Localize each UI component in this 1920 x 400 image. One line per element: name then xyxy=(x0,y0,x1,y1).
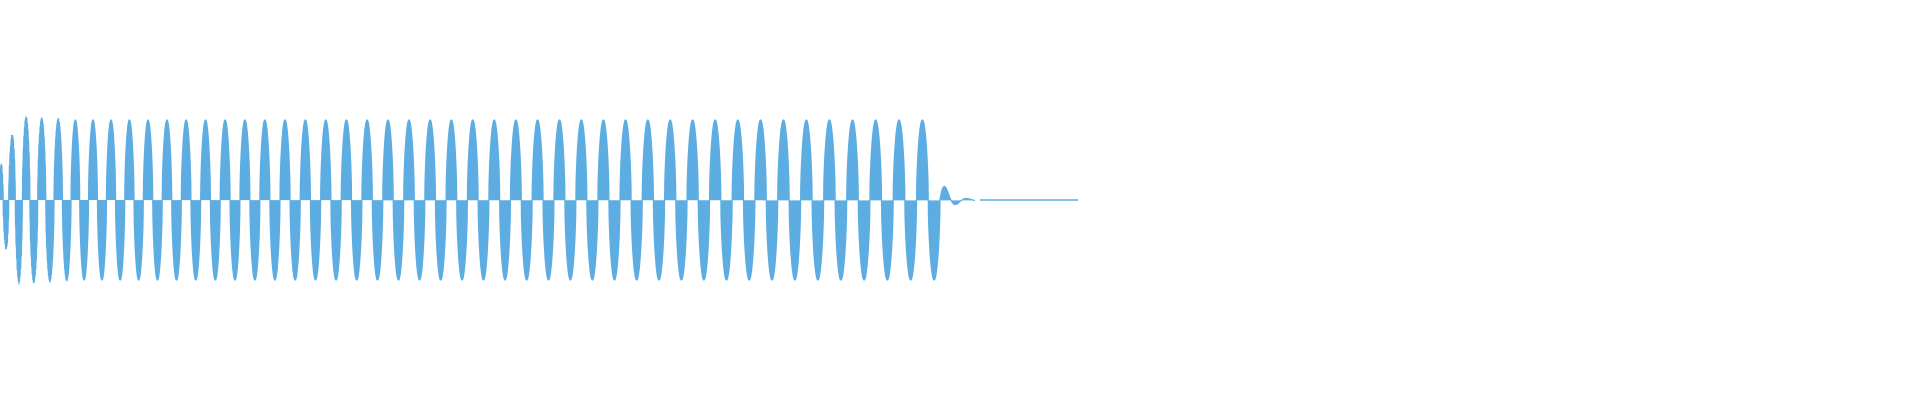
audio-waveform xyxy=(0,116,976,285)
